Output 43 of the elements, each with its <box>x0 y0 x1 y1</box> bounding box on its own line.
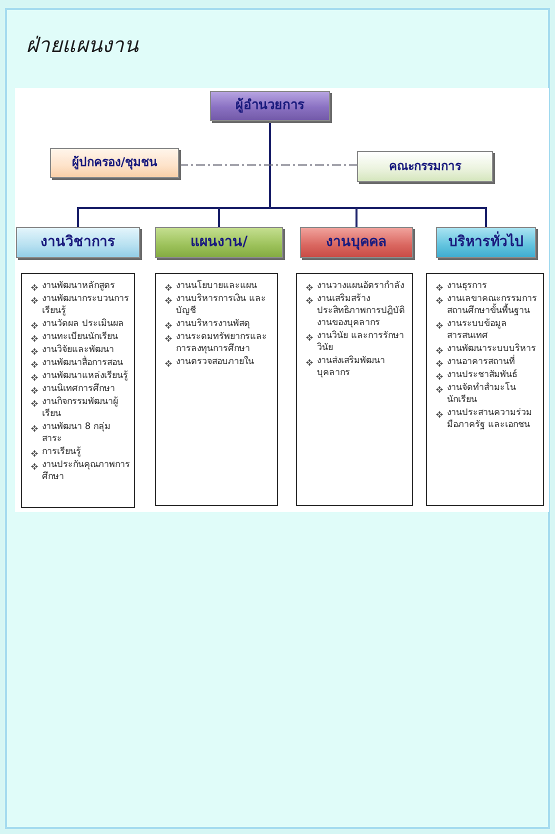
list-item: งานจัดทำสำมะโนนักเรียน <box>447 382 517 406</box>
list-item: งานวิจัยและพัฒนา <box>42 344 114 356</box>
org-box: ผู้ปกครอง/ชุมชน <box>50 148 179 178</box>
list-item: งานอาคารสถานที่ <box>447 356 515 368</box>
list-item: งานพัฒนาหลักสูตร <box>42 280 115 292</box>
org-box: ผู้อำนวยการ <box>210 91 330 121</box>
list-item: งานวางแผนอัตรากำลัง <box>317 280 404 292</box>
list-item: งานเสริมสร้างประสิทธิภาพการปฏิบัติงานของบุคลากร <box>317 293 406 329</box>
list-item: งานพัฒนากระบวนการเรียนรู้ <box>42 293 130 317</box>
list-item: งานบริหารงานพัสดุ <box>176 318 250 330</box>
list-item: งานธุรการ <box>447 280 487 292</box>
connector-line <box>179 164 357 166</box>
list-item: งานระดมทรัพยากรและการลงทุนการศึกษา <box>176 331 268 355</box>
list-item: งานกิจกรรมพัฒนาผู้เรียน <box>42 396 119 420</box>
list-item: งานวินัย และการรักษาวินัย <box>317 330 405 354</box>
list-item: งานวัดผล ประเมินผล <box>42 318 124 330</box>
list-item: งานประกันคุณภาพการศึกษา <box>42 459 130 483</box>
list-item: งานตรวจสอบภายใน <box>176 356 254 368</box>
list-item: งานนิเทศการศึกษา <box>42 383 115 395</box>
list-item: งานระบบข้อมูลสารสนเทศ <box>447 318 508 342</box>
list-item: งานส่งเสริมพัฒนาบุคลากร <box>317 355 386 379</box>
list-item: งานพัฒนาระบบบริหาร <box>447 343 536 354</box>
title: ฝ่ายแผนงาน <box>26 32 138 59</box>
list-item: งานประชาสัมพันธ์ <box>447 369 517 381</box>
department-box: แผนงาน/ <box>155 227 283 258</box>
list-item: งานประสานความร่วมมือภาครัฐ และเอกชน <box>447 407 533 431</box>
list-item: งานนโยบายและแผน <box>176 280 257 292</box>
list-item: งานพัฒนาแหล่งเรียนรู้ <box>42 370 128 382</box>
list-item: งานพัฒนาสื่อการสอน <box>42 357 123 369</box>
list-item: งานทะเบียนนักเรียน <box>42 331 118 343</box>
list-item: การเรียนรู้ <box>42 446 81 458</box>
list-item: งานพัฒนา 8 กลุ่มสาระ <box>42 421 112 445</box>
department-box: บริหารทั่วไป <box>436 227 536 258</box>
list-item: งานเลขาคณะกรรมการสถานศึกษาขั้นพื้นฐาน <box>447 293 538 317</box>
list-item: งานบริหารการเงิน และบัญชี <box>176 293 267 317</box>
department-box: งานบุคคล <box>300 227 413 258</box>
org-box: คณะกรรมการ <box>357 151 493 182</box>
department-box: งานวิชาการ <box>16 227 140 258</box>
list-box <box>21 273 135 508</box>
list-box <box>426 273 544 506</box>
connector-line <box>269 121 487 227</box>
list-box <box>155 273 278 506</box>
list-box <box>296 273 413 506</box>
